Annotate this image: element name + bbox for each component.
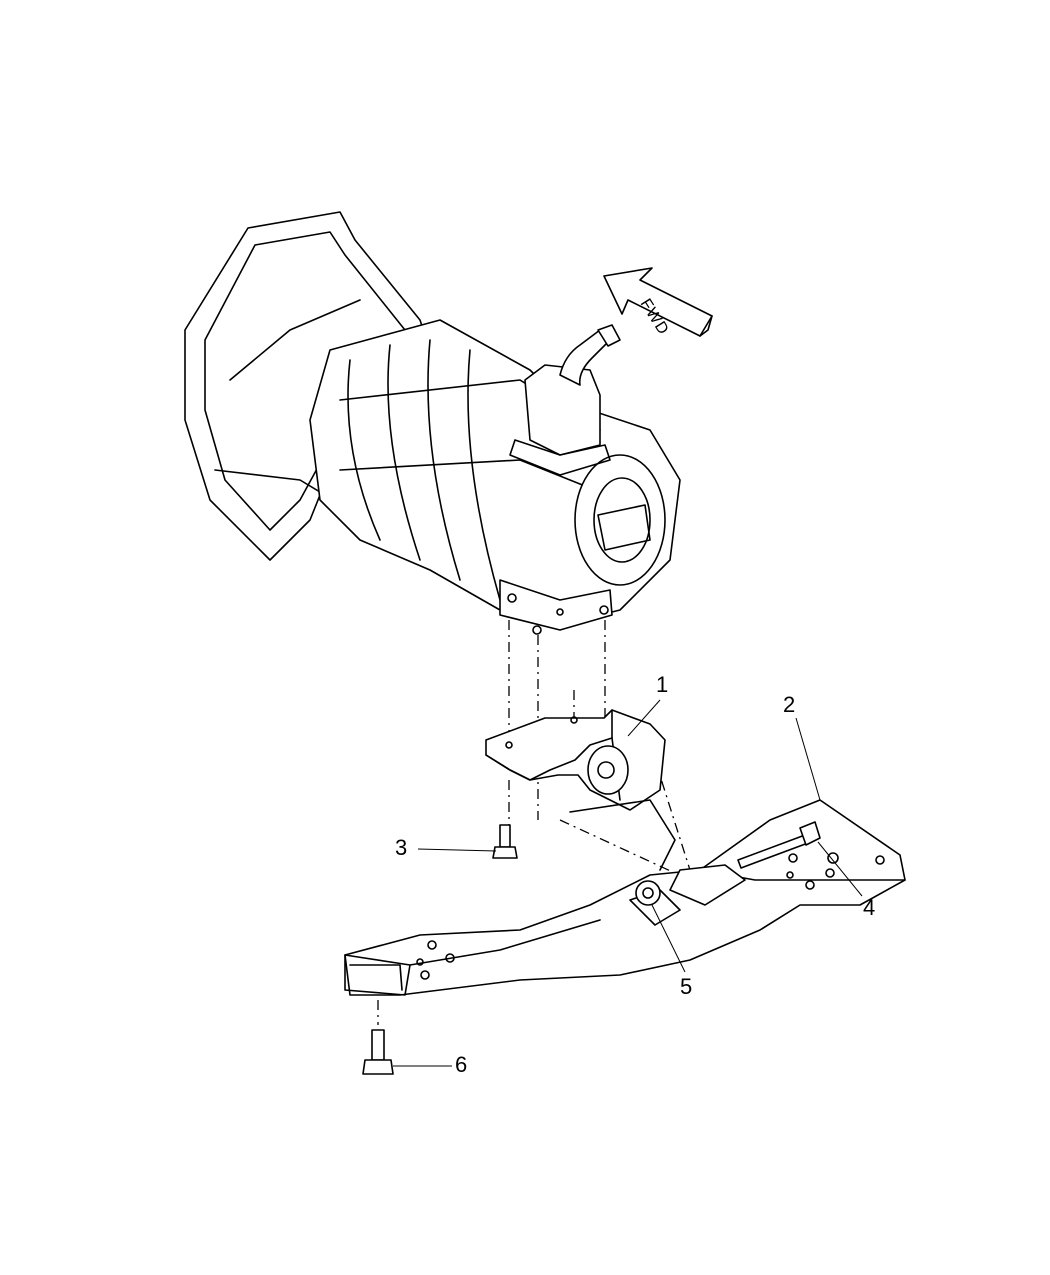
bolt-6 [362,1000,394,1075]
callout-3: 3 [395,835,408,860]
callout-5: 5 [680,974,693,999]
callout-2: 2 [783,692,796,717]
callout-1: 1 [656,672,669,697]
nut-5 [635,880,661,906]
mount [485,709,676,871]
callout-4: 4 [863,895,876,920]
forward-arrow-icon [603,267,713,337]
through-bolt-4 [737,821,821,869]
crossmember [344,799,906,996]
callout-6: 6 [455,1052,468,1077]
bolt-3 [492,824,518,859]
leader-lines [393,699,863,1067]
transmission [184,211,681,635]
